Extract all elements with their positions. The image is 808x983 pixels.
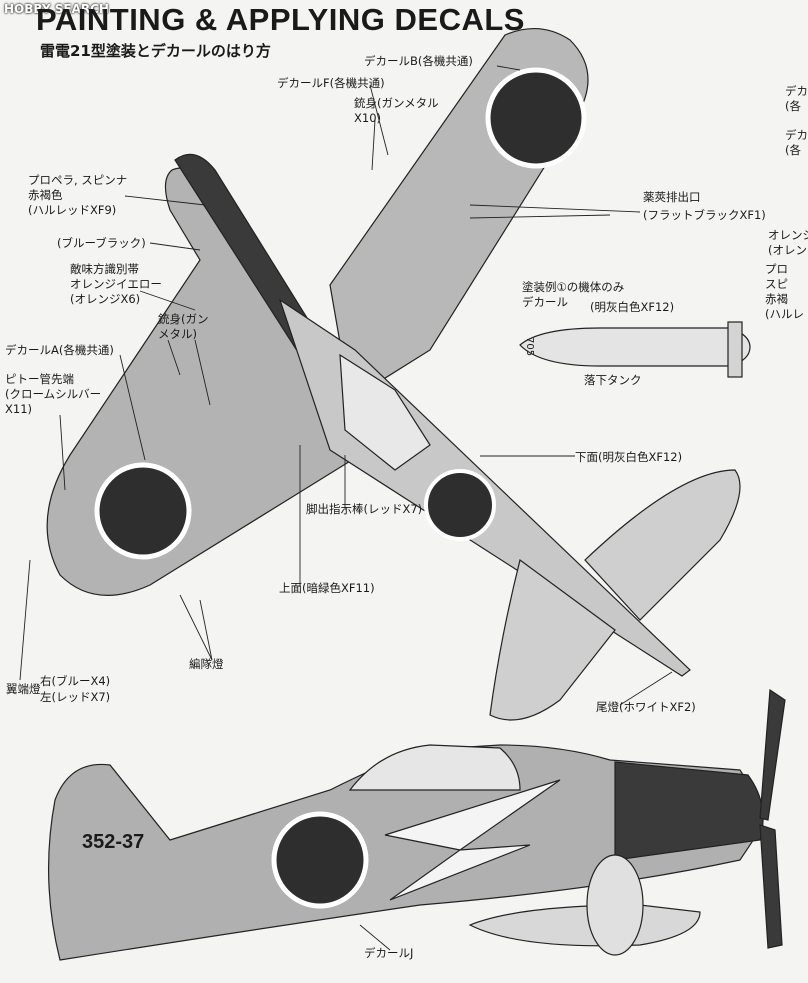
- label-gear-indicator: 脚出指示棒(レッドX7): [306, 502, 423, 516]
- label-drop-tank-name: 落下タンク: [584, 373, 642, 387]
- label-right-edge-4: プロ スピ 赤褐 (ハルレ: [765, 262, 804, 321]
- label-upper-surface: 上面(暗緑色XF11): [279, 581, 375, 595]
- propeller-blades: [759, 688, 786, 949]
- leader-lines: [19, 65, 673, 951]
- watermark: HOBBY SEARCH: [4, 2, 109, 16]
- tail-code-mark: 352-37: [82, 831, 144, 853]
- hinomaru-right-wing: [485, 67, 587, 169]
- side-canopy: [348, 744, 521, 791]
- label-blue-black: (ブルーブラック): [57, 236, 146, 250]
- label-exhaust-color: (フラットブラックXF1): [643, 208, 766, 222]
- label-wingtip-right: 右(ブルーX4): [40, 674, 111, 688]
- label-id-band: 敵味方識別帯 オレンジイエロー (オレンジX6): [70, 262, 162, 306]
- hinomaru-left-wing: [94, 462, 192, 560]
- label-drop-tank-note: 塗装例①の機体のみ デカール: [522, 280, 625, 309]
- side-view-aircraft: [48, 688, 786, 961]
- label-pitot: ピトー管先端 (クロームシルバー X11): [5, 372, 102, 416]
- label-decal-j: デカールJ: [364, 946, 414, 960]
- label-wingtip-light: 翼端燈: [6, 682, 41, 696]
- label-propeller: プロペラ, スピンナ 赤褐色 (ハルレッドXF9): [28, 173, 128, 217]
- label-gun-barrel-top: 銃身(ガンメタル X10): [354, 96, 439, 125]
- canopy: [339, 353, 431, 471]
- drop-tank-code-mark: 705: [524, 337, 535, 356]
- label-right-edge-2: デカ (各: [785, 128, 808, 157]
- label-lower-surface: 下面(明灰白色XF12): [575, 450, 683, 464]
- page-subtitle: 雷電21型塗装とデカールのはり方: [40, 42, 271, 60]
- lightning-decal: [384, 779, 561, 901]
- side-fuselage: [48, 744, 761, 961]
- side-drop-tank: [468, 904, 701, 947]
- label-right-edge-1: デカ (各: [785, 84, 808, 113]
- label-decal-a: デカールA(各機共通): [5, 343, 114, 357]
- drop-tank: [519, 321, 751, 378]
- label-right-edge-3: オレンジ (オレン: [768, 228, 808, 257]
- landing-wheel: [586, 854, 644, 956]
- label-exhaust: 薬莢排出口: [643, 190, 701, 204]
- label-formation-light: 編隊燈: [189, 657, 224, 671]
- hinomaru-side: [271, 811, 369, 909]
- tailplane-left: [489, 558, 616, 721]
- label-decal-f: デカールF(各機共通): [277, 76, 385, 90]
- tailplane-right: [584, 469, 741, 621]
- label-wingtip-left: 左(レッドX7): [40, 690, 111, 704]
- label-drop-tank-color: (明灰白色XF12): [590, 300, 675, 314]
- page-title: PAINTING & APPLYING DECALS: [36, 2, 525, 37]
- label-gun-barrel-left: 銃身(ガン メタル): [158, 312, 209, 341]
- top-view-aircraft: [46, 27, 741, 721]
- label-tail-light: 尾燈(ホワイトXF2): [596, 700, 696, 714]
- label-decal-b: デカールB(各機共通): [364, 54, 473, 68]
- hinomaru-lower: [424, 469, 496, 541]
